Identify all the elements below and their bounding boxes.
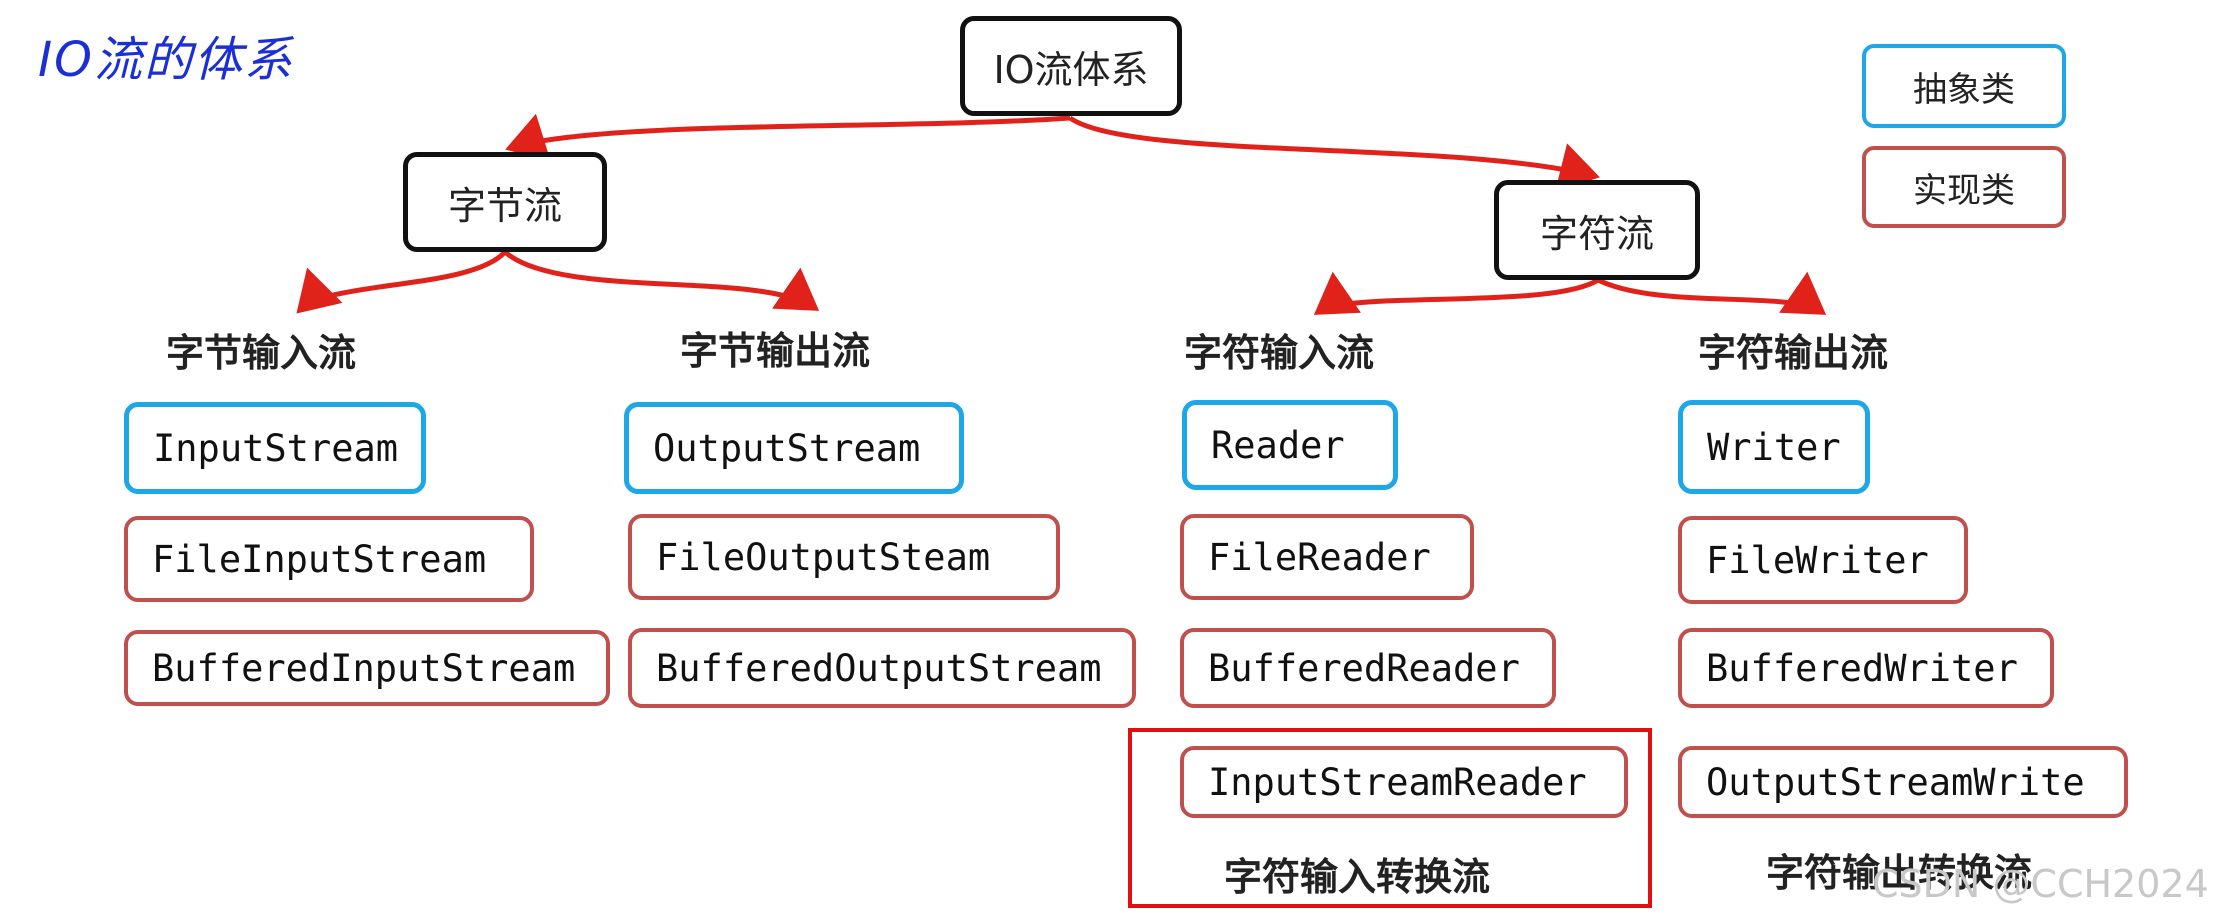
heading-char-input: 字符输入流 [1184,331,1375,375]
class-inputstreamreader: InputStreamReader [1180,746,1628,818]
class-inputstream: InputStream [124,402,426,494]
edge-byte-to-output [503,250,820,311]
class-outputstream: OutputStream [624,402,964,494]
byte-stream-node: 字节流 [403,152,607,252]
class-outputstreamwrite: OutputStreamWrite [1678,746,2128,818]
edge-root-to-char [1068,115,1600,192]
class-bufferedreader: BufferedReader [1180,628,1556,708]
class-filewriter: FileWriter [1678,516,1968,604]
class-bufferedinputstream: BufferedInputStream [124,630,610,706]
edge-root-to-byte [505,113,1071,162]
label-char-input-conversion: 字符输入转换流 [1224,855,1491,899]
watermark: CSDN @CCH2024 [1872,862,2209,906]
edge-char-to-output [1596,271,1827,315]
class-fileinputstream: FileInputStream [124,516,534,602]
heading-byte-output: 字节输出流 [680,329,871,373]
edge-byte-to-input [296,250,507,314]
heading-char-output: 字符输出流 [1698,331,1889,375]
class-fileoutputsteam: FileOutputSteam [628,514,1060,600]
class-reader: Reader [1182,400,1398,490]
class-bufferedwriter: BufferedWriter [1678,628,2054,708]
root-node: IO流体系 [960,16,1182,116]
edge-char-to-input [1313,271,1600,315]
page-title: IO流的体系 [38,32,294,88]
class-bufferedoutputstream: BufferedOutputStream [628,628,1136,708]
char-stream-node: 字符流 [1494,180,1700,280]
legend-abstract: 抽象类 [1862,44,2066,128]
class-filereader: FileReader [1180,514,1474,600]
heading-byte-input: 字节输入流 [166,331,357,375]
conversion-stream-highlight [1128,728,1652,908]
legend-impl: 实现类 [1862,146,2066,228]
label-char-output-conversion: 字符输出转换流 [1766,851,2033,895]
class-writer: Writer [1678,400,1870,494]
